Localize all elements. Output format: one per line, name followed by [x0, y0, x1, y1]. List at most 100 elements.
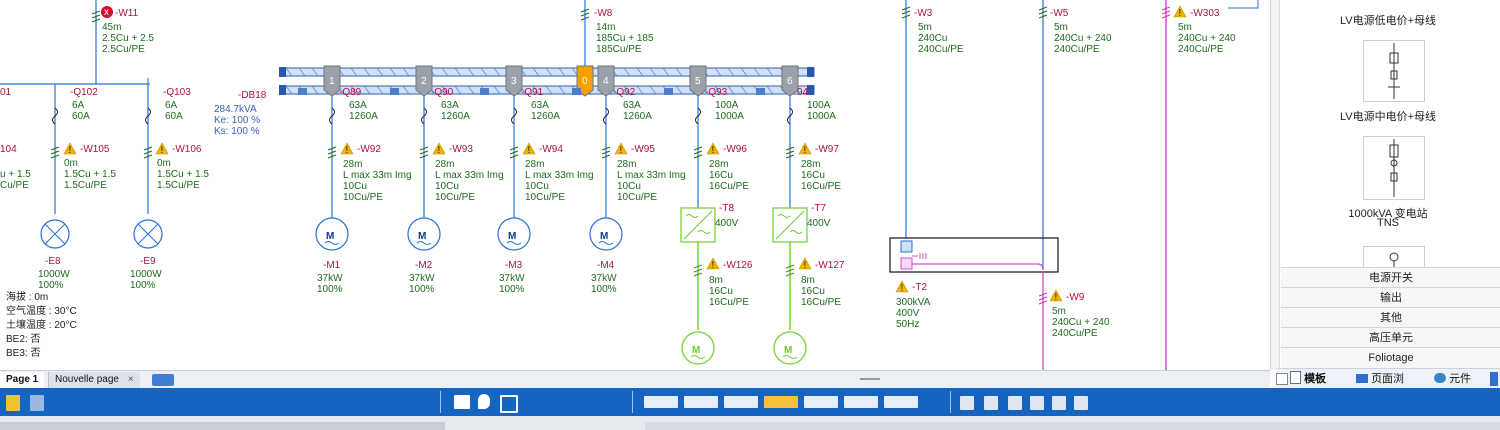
zoom-fit-icon[interactable] — [500, 395, 518, 413]
busbar-hatch — [623, 85, 631, 95]
secondary-cable-tag: -W127 — [815, 260, 845, 271]
breaker-symbol[interactable] — [329, 107, 335, 125]
template-label-substation: 1000kVA 变电站 — [1348, 208, 1428, 220]
view-grid-icon[interactable] — [804, 396, 838, 408]
category-foliotage[interactable]: Foliotage — [1281, 347, 1500, 370]
motor-symbol[interactable] — [497, 217, 531, 251]
tab-components[interactable]: 元件 — [1434, 371, 1471, 387]
motor-symbol[interactable] — [589, 217, 623, 251]
category-output[interactable]: 输出 — [1281, 287, 1500, 308]
busbar-slot[interactable] — [597, 65, 615, 97]
w9-tag: -W9 — [1066, 292, 1085, 303]
busbar-slot-label: 1 — [329, 76, 335, 87]
bus-cable-tag: -W95 — [631, 144, 655, 155]
bus-device-icon — [298, 88, 307, 95]
close-tab-icon[interactable]: × — [127, 374, 134, 385]
motor-tag: -M4 — [597, 260, 615, 271]
breaker-symbol[interactable] — [787, 107, 793, 125]
motor-letter: M — [692, 345, 700, 356]
busbar-slot[interactable] — [689, 65, 707, 97]
add-page-icon[interactable] — [152, 374, 174, 386]
bus-breaker-rating: 63A — [531, 100, 549, 111]
horizontal-scrollbar[interactable] — [200, 374, 1260, 384]
check3-icon[interactable] — [1008, 396, 1022, 410]
bus-cable-tag: -W97 — [815, 144, 839, 155]
tab-page-browser[interactable]: 页面浏 — [1356, 371, 1404, 387]
document-icon[interactable] — [6, 395, 20, 411]
view-list-icon[interactable] — [644, 396, 678, 408]
locate-pin-icon[interactable] — [478, 394, 490, 409]
check-icon[interactable] — [960, 396, 974, 410]
warning-icon — [706, 142, 720, 155]
busbar-hatch — [389, 67, 397, 77]
view-table-icon[interactable] — [724, 396, 758, 408]
motor-symbol[interactable] — [407, 217, 441, 251]
tab-templates[interactable]: 模板 — [1290, 371, 1326, 387]
breaker-symbol[interactable] — [603, 107, 609, 125]
bus-cable-spec: 10Cu/PE — [525, 192, 565, 203]
panel-overflow-icon[interactable] — [1490, 372, 1498, 386]
busbar-upper[interactable] — [281, 67, 815, 77]
template-thumb-low-tariff[interactable] — [1363, 40, 1425, 102]
draw-pen-icon[interactable] — [454, 395, 470, 409]
busbar-kva: 284.7kVA — [214, 104, 257, 115]
breaker-symbol[interactable] — [695, 107, 701, 125]
bus-cable-spec: L max 33m Img — [435, 170, 504, 181]
cable-mark — [580, 8, 590, 21]
breaker-symbol[interactable] — [52, 107, 58, 125]
busbar-lower[interactable] — [281, 85, 815, 95]
template-thumb-more[interactable] — [1363, 246, 1425, 267]
bus-cable-tag: -W92 — [357, 144, 381, 155]
busbar-hatch — [675, 85, 683, 95]
motor-symbol[interactable] — [773, 331, 807, 365]
busbar-hatch — [753, 67, 761, 77]
cable-mark — [1038, 6, 1048, 19]
bus-breaker-rating: 63A — [349, 100, 367, 111]
warning-mark: ! — [804, 260, 807, 271]
check5-icon[interactable] — [1052, 396, 1066, 410]
template-thumb-mid-tariff[interactable] — [1363, 136, 1425, 200]
warning-icon — [895, 280, 909, 293]
busbar-slot[interactable] — [415, 65, 433, 97]
check2-icon[interactable] — [984, 396, 998, 410]
lamp-cross — [137, 223, 159, 245]
panel-scrollbar[interactable] — [1271, 0, 1280, 370]
busbar-slot[interactable] — [781, 65, 799, 97]
bus-cable-spec: 10Cu/PE — [435, 192, 475, 203]
busbar-hatch — [662, 67, 670, 77]
busbar-ke: Ke: 100 % — [214, 115, 260, 126]
breaker-symbol[interactable] — [421, 107, 427, 125]
category-hv-unit[interactable]: 高压单元 — [1281, 327, 1500, 348]
busbar-hatch — [675, 67, 683, 77]
check4-icon[interactable] — [1030, 396, 1044, 410]
breaker-symbol[interactable] — [511, 107, 517, 125]
cable-w104-spec: Cu/PE — [0, 180, 29, 191]
template-label-mid-tariff: LV电源中电价+母线 — [1339, 111, 1437, 123]
bus-device-icon — [572, 88, 581, 95]
lv-source-icon — [1388, 43, 1400, 99]
bus-cable-tag: -W96 — [723, 144, 747, 155]
warning-mark: ! — [804, 145, 807, 156]
busbar-hatch — [350, 85, 358, 95]
layout-icon[interactable] — [30, 395, 44, 411]
view-grid2-icon[interactable] — [844, 396, 878, 408]
check6-icon[interactable] — [1074, 396, 1088, 410]
busbar-slot[interactable] — [323, 65, 341, 97]
motor-letter: M — [600, 231, 608, 242]
tab-new-page[interactable]: Nouvelle page × — [48, 372, 140, 388]
transformer-box[interactable] — [889, 237, 1059, 273]
cable-w106-spec: 1.5Cu + 1.5 — [157, 169, 209, 180]
busbar-slot[interactable] — [505, 65, 523, 97]
breaker-symbol[interactable] — [145, 107, 151, 125]
tab-page-1[interactable]: Page 1 — [0, 372, 45, 388]
view-current-icon[interactable] — [764, 396, 798, 408]
view-chart-icon[interactable] — [684, 396, 718, 408]
motor-symbol[interactable] — [315, 217, 349, 251]
view-highlight-icon[interactable] — [884, 396, 918, 408]
motor-symbol[interactable] — [681, 331, 715, 365]
category-power-switch[interactable]: 电源开关 — [1281, 267, 1500, 288]
cable-mark — [143, 146, 153, 159]
panel-pin-icon[interactable] — [1276, 373, 1288, 385]
category-other[interactable]: 其他 — [1281, 307, 1500, 328]
